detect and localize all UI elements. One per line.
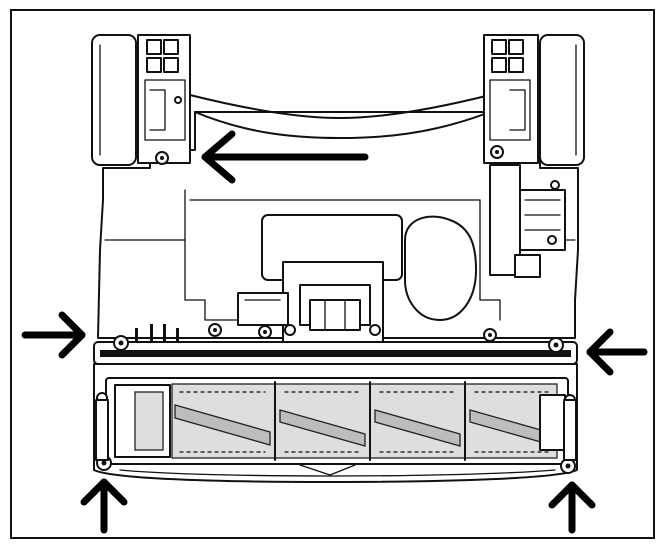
frame-border (10, 9, 655, 539)
arrow-up-icon-right (548, 481, 596, 534)
left-wheel-assembly (91, 34, 191, 166)
oval-housing (404, 215, 477, 321)
arrow-right-icon (21, 311, 86, 359)
arrow-up-icon-left (80, 478, 128, 534)
brush-roll-chamber (93, 363, 578, 483)
right-wheel-assembly (483, 34, 585, 278)
arrow-left-icon-right-side (586, 328, 648, 376)
brush-roll (171, 381, 558, 461)
arrow-left-icon (201, 130, 369, 184)
motor-housing (237, 214, 403, 343)
